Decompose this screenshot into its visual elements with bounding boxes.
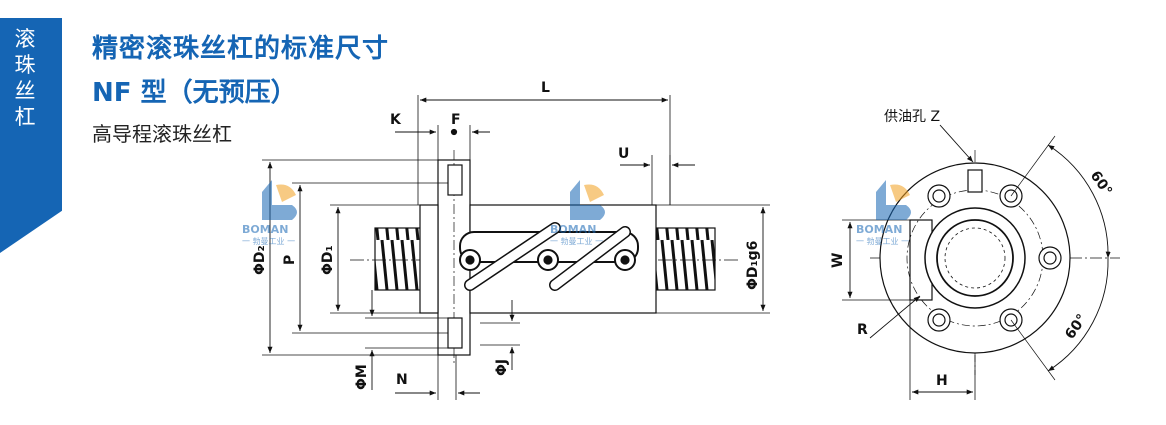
side-view: [262, 95, 770, 400]
page-description: 高导程滚珠丝杠: [92, 122, 232, 146]
label-W: W: [830, 253, 846, 268]
flange-hole-bottom: [447, 317, 463, 349]
page-title: 精密滚珠丝杠的标准尺寸: [92, 34, 390, 64]
side-tab-label: 滚 珠 丝 杠: [14, 27, 36, 129]
flange-hole-top: [447, 164, 463, 196]
watermark-right: BOMAN 一 勃曼工业 一: [856, 180, 911, 246]
label-D2: ΦD₂: [252, 245, 268, 275]
label-F: F: [451, 112, 461, 128]
shaft-thread-right: [654, 227, 716, 291]
label-L: L: [541, 80, 550, 96]
watermark-left: BOMAN 一 勃曼工业 一: [242, 180, 297, 246]
watermark-right-brand: BOMAN: [856, 223, 902, 236]
watermark-center-brand: BOMAN: [550, 223, 596, 236]
label-angle-bottom: 60°: [1062, 311, 1090, 342]
label-P: P: [282, 255, 298, 265]
label-angle-top: 60°: [1087, 168, 1115, 199]
page-subtitle: NF 型（无预压）: [92, 78, 297, 108]
watermark-right-sub: 一 勃曼工业 一: [856, 236, 909, 246]
side-tab: 滚 珠 丝 杠: [0, 18, 62, 253]
watermark-center-sub: 一 勃曼工业 一: [550, 236, 603, 246]
label-M: ΦM: [354, 364, 370, 390]
end-view: [842, 124, 1120, 400]
label-H: H: [936, 373, 948, 389]
label-J: ΦJ: [494, 359, 510, 376]
label-N: N: [396, 372, 408, 388]
label-D1: ΦD₁: [320, 245, 336, 275]
end-nut-bore: [936, 219, 1014, 297]
label-oil-hole: 供油孔 Z: [884, 109, 940, 125]
watermark-left-sub: 一 勃曼工业 一: [242, 236, 295, 246]
label-R: R: [857, 322, 868, 338]
label-D1g6: ΦD₁g6: [745, 241, 761, 290]
oil-hole: [967, 169, 983, 193]
watermark-left-brand: BOMAN: [242, 223, 288, 236]
watermark-center: BOMAN 一 勃曼工业 一: [550, 180, 605, 246]
label-K: K: [390, 112, 402, 128]
label-U: U: [618, 146, 629, 162]
